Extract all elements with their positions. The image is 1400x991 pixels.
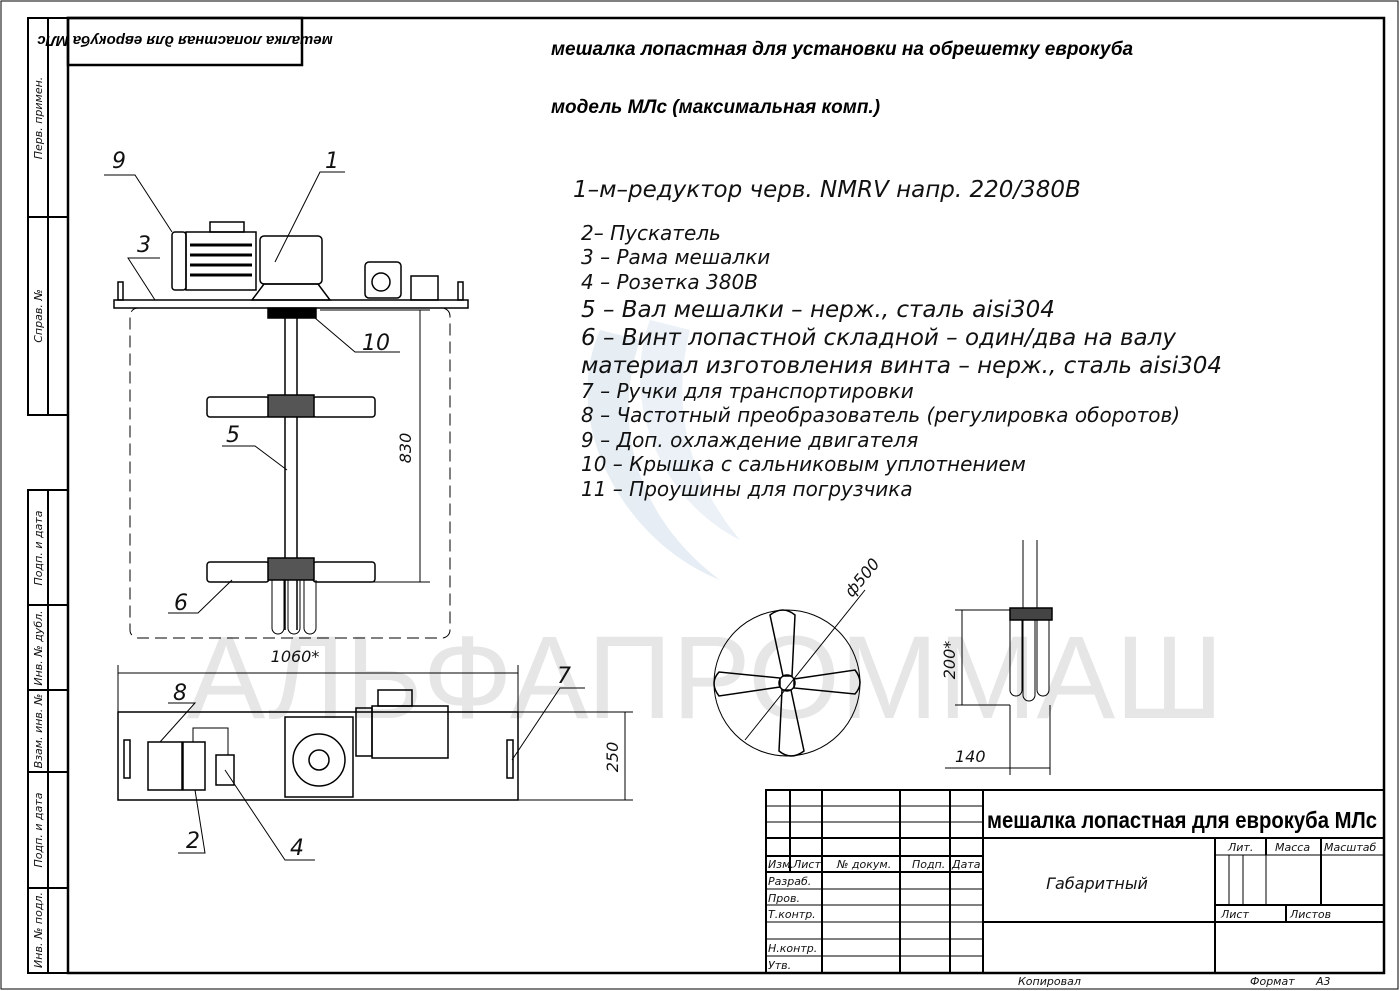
legend-item: 2– Пускатель: [581, 221, 721, 245]
role-norm-control: Н.контр.: [768, 942, 817, 955]
callout-3: 3: [137, 233, 151, 258]
callout-6: 6: [174, 591, 188, 616]
dimension-depth: 250: [603, 742, 622, 773]
callout-4: 4: [290, 836, 304, 861]
header-list: Лист: [792, 858, 821, 871]
sheet-label: Лист: [1220, 908, 1249, 921]
title-block: [765, 789, 1385, 974]
legend-item: 7 – Ручки для транспортировки: [581, 379, 914, 403]
strip-label: Подп. и дата: [32, 510, 45, 585]
callout-10: 10: [362, 331, 390, 356]
impeller-view: [713, 589, 866, 757]
copied-label: Копировал: [1018, 975, 1081, 988]
role-developer: Разраб.: [768, 875, 811, 888]
format-label: Формат: [1250, 975, 1295, 988]
header-sign: Подп.: [912, 858, 945, 871]
header-izm: Изм.: [768, 858, 794, 871]
side-strip: [27, 17, 69, 974]
top-view: [117, 665, 633, 861]
heading-line1: мешалка лопастная для установки на обреш…: [551, 39, 1133, 60]
mirrored-label: мешалка лопастная для еврокуба МЛс: [37, 32, 333, 49]
dimension-height: 830: [396, 433, 415, 464]
role-tech-control: Т.контр.: [768, 908, 816, 921]
blade-side-view: [945, 540, 1053, 775]
lit-label: Лит.: [1227, 841, 1253, 854]
legend: 1–м–редуктор черв. NMRV напр. 220/380В 2…: [573, 177, 1222, 501]
mass-label: Масса: [1275, 841, 1310, 854]
watermark: АЛЬФАПРОММАШ: [187, 612, 1224, 744]
legend-item: 6 – Винт лопастной складной – один/два н…: [581, 325, 1176, 351]
legend-item: 8 – Частотный преобразователь (регулиров…: [581, 403, 1180, 427]
strip-label: Взам. инв. №: [32, 694, 45, 769]
strip-label: Подп. и дата: [32, 792, 45, 867]
legend-item: 11 – Проушины для погрузчика: [581, 477, 913, 501]
callout-7: 7: [557, 664, 571, 689]
legend-item: 3 – Рама мешалки: [581, 245, 770, 269]
legend-item: материал изготовления винта – нерж., ста…: [581, 353, 1222, 379]
strip-label: Перв. примен.: [32, 77, 45, 160]
strip-label: Инв. № дубл.: [32, 610, 45, 685]
legend-item: 5 – Вал мешалки – нерж., сталь aisi304: [581, 297, 1055, 323]
title-block-title: мешалка лопастная для еврокуба МЛс: [987, 807, 1377, 833]
legend-item: 9 – Доп. охлаждение двигателя: [581, 428, 918, 452]
callout-1: 1: [325, 149, 339, 174]
dimension-width: 1060*: [271, 647, 320, 666]
header-date: Дата: [951, 858, 981, 871]
callout-8: 8: [173, 681, 187, 706]
legend-item: 4 – Розетка 380В: [581, 270, 758, 294]
role-checker: Пров.: [768, 892, 800, 905]
title-block-subtitle: Габаритный: [1046, 874, 1148, 893]
watermark-logo: [587, 320, 740, 580]
sheets-label: Листов: [1289, 908, 1331, 921]
role-approved: Утв.: [768, 959, 791, 972]
callout-9: 9: [112, 149, 126, 174]
format-value: А3: [1315, 975, 1331, 988]
strip-label: Инв. № подл.: [32, 892, 45, 968]
dimension-blade-height: 200*: [940, 641, 959, 680]
scale-label: Масштаб: [1324, 841, 1376, 854]
heading-line2: модель МЛс (максимальная комп.): [551, 97, 880, 118]
legend-item: 1–м–редуктор черв. NMRV напр. 220/380В: [573, 177, 1081, 203]
strip-label: Справ. №: [32, 289, 45, 343]
legend-item: 10 – Крышка с сальниковым уплотнением: [581, 452, 1026, 476]
header-doc: № докум.: [836, 858, 891, 871]
dimension-blade-width: 140: [955, 747, 986, 766]
front-view: [104, 171, 469, 639]
callout-2: 2: [186, 829, 200, 854]
callout-5: 5: [226, 423, 240, 448]
